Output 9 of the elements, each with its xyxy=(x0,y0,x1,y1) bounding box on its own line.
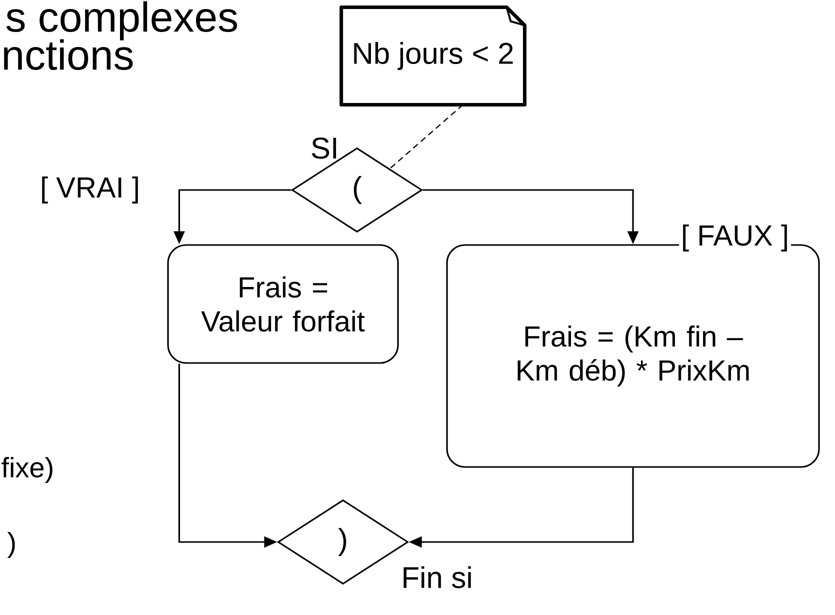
text-fragment: fixe) xyxy=(2,456,52,484)
text-fragment: s complexes xyxy=(6,1,238,40)
process-box: Frais = Valeur forfait xyxy=(167,244,399,364)
text-fragment: ) xyxy=(7,532,15,558)
note-box: Nb jours < 2 xyxy=(340,6,526,106)
edge-label: [ VRAI ] xyxy=(38,174,142,206)
text-fragment: nctions xyxy=(4,39,133,70)
connector-line xyxy=(390,104,464,170)
edge-label: [ FAUX ] xyxy=(679,222,791,254)
